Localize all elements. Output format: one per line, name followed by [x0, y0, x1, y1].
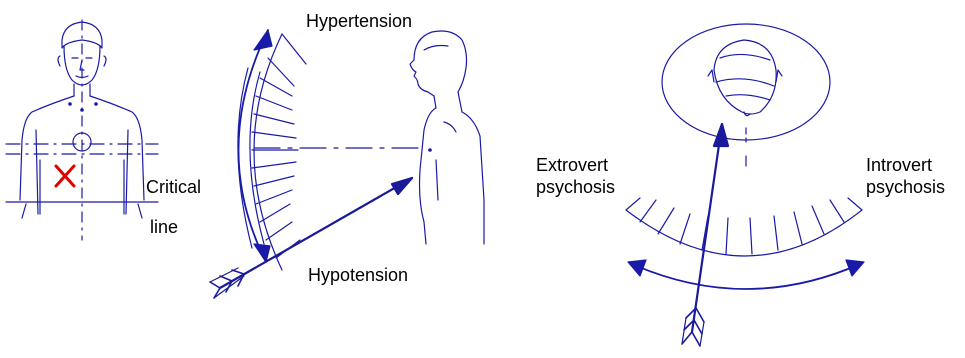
extrovert-label: Extrovert: [536, 154, 615, 176]
hypertension-label: Hypertension: [306, 10, 412, 32]
critical-line-label-2: line: [150, 216, 178, 238]
vertical-arrow: [682, 124, 728, 346]
pressure-arc: [238, 30, 306, 270]
extrovert-psychosis-label: Extrovert psychosis: [536, 154, 615, 198]
hypotension-label: Hypotension: [308, 264, 408, 286]
introvert-psychosis-text: psychosis: [866, 176, 945, 198]
profile-figure-icon: [410, 31, 484, 244]
extrovert-psychosis-text: psychosis: [536, 176, 615, 198]
head-top-view-icon: [662, 24, 830, 166]
introvert-label: Introvert: [866, 154, 945, 176]
psychosis-arc: [626, 198, 864, 289]
critical-line-label: Critical: [146, 176, 201, 198]
front-figure-icon: [6, 20, 158, 240]
x-mark-icon: [56, 166, 74, 186]
introvert-psychosis-label: Introvert psychosis: [866, 154, 945, 198]
